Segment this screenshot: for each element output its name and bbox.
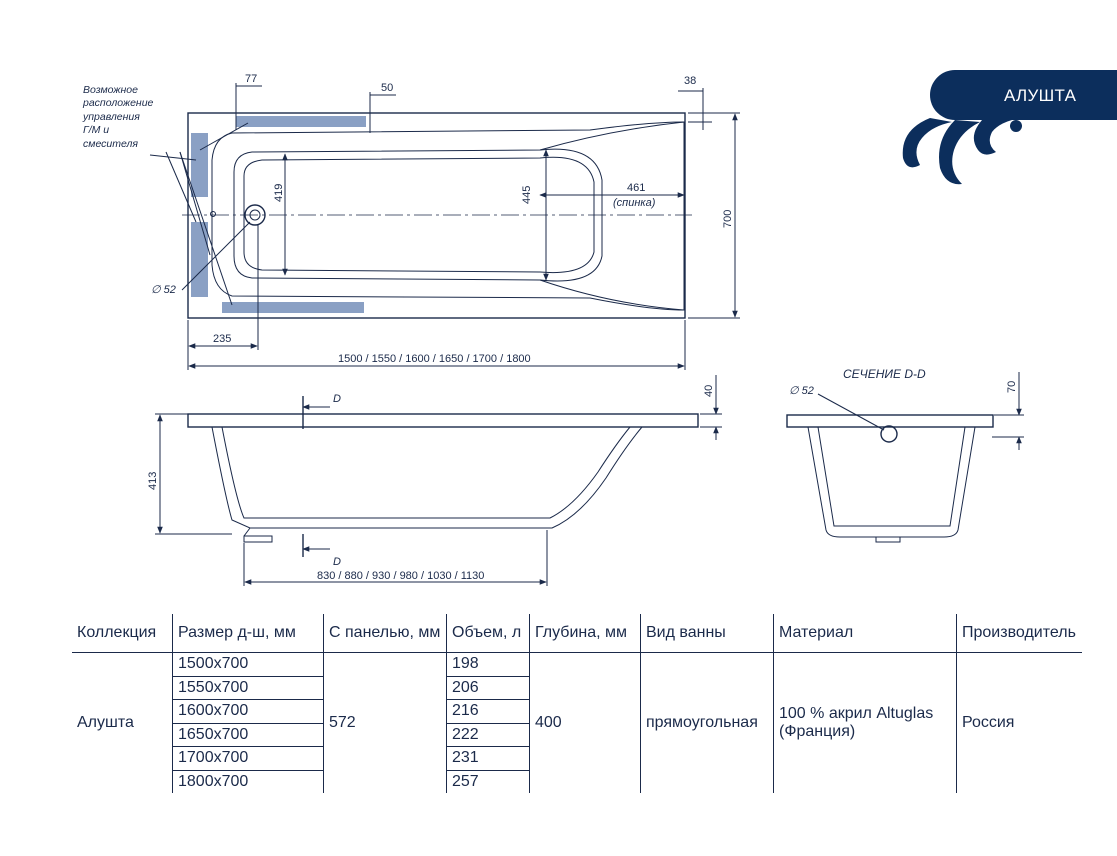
- dim-diameter: ∅ 52: [151, 284, 176, 296]
- material-line2: (Франция): [779, 723, 856, 740]
- table-row: 1700x700 231: [72, 746, 1082, 771]
- dim-70: 70: [1006, 381, 1018, 393]
- cell-collection: Алушта: [77, 714, 134, 731]
- cell-volume: 257: [446, 770, 530, 793]
- cell-size: 1550x700: [172, 676, 324, 700]
- control-zone-marker: [191, 133, 208, 197]
- section-view: [786, 372, 1024, 543]
- dim-38: 38: [684, 75, 696, 87]
- dim-445: 445: [521, 186, 533, 204]
- table-header-row: Коллекция Размер д-ш, мм С панелью, мм О…: [72, 614, 1082, 653]
- dim-inner-length: 830 / 880 / 930 / 980 / 1030 / 1130: [317, 570, 484, 582]
- placement-note: Возможное расположение управления Г/М и …: [82, 84, 156, 150]
- table-row: 1600x700 216: [72, 699, 1082, 724]
- cell-material: 100 % акрил Altuglas (Франция): [773, 652, 957, 793]
- table-row: 1800x700 257: [72, 770, 1082, 793]
- section-mark-bottom: D: [333, 556, 341, 568]
- cell-size: 1650x700: [172, 723, 324, 747]
- dim-235: 235: [213, 333, 231, 345]
- section-mark-top: D: [333, 393, 341, 405]
- cell-volume: 216: [446, 699, 530, 724]
- table-row: Алушта 1500x700 572 198 400 прямоугольна…: [72, 652, 1082, 793]
- dim-length: 1500 / 1550 / 1600 / 1650 / 1700 / 1800: [338, 353, 531, 365]
- technical-drawing: Возможное расположение управления Г/М и …: [82, 73, 1024, 586]
- control-zone-marker: [222, 302, 364, 313]
- cell-volume: 231: [446, 746, 530, 771]
- header-size: Размер д-ш, мм: [172, 614, 324, 653]
- cell-manufacturer: Россия: [956, 652, 1082, 793]
- brand-label: АЛУШТА: [1004, 86, 1077, 105]
- dim-77: 77: [245, 73, 257, 85]
- dim-700: 700: [722, 210, 734, 228]
- header-material: Материал: [773, 614, 957, 653]
- control-zone-marker: [191, 222, 208, 297]
- spec-table: Коллекция Размер д-ш, мм С панелью, мм О…: [72, 614, 1082, 793]
- cell-volume: 198: [446, 652, 530, 677]
- section-title: СЕЧЕНИЕ D-D: [843, 367, 926, 381]
- cell-depth: 400: [529, 652, 641, 793]
- header-type: Вид ванны: [640, 614, 774, 653]
- control-zone-marker: [236, 116, 366, 127]
- cell-volume: 222: [446, 723, 530, 747]
- section-diameter: ∅ 52: [789, 385, 814, 397]
- dim-419: 419: [273, 184, 285, 202]
- table-row: 1550x700 206: [72, 676, 1082, 700]
- dim-40: 40: [703, 385, 715, 397]
- dim-50: 50: [381, 82, 393, 94]
- header-depth: Глубина, мм: [529, 614, 641, 653]
- dim-413: 413: [147, 472, 159, 490]
- side-view: [155, 375, 722, 586]
- cell-volume: 206: [446, 676, 530, 700]
- brand-banner: [930, 70, 1117, 120]
- dim-461: 461: [627, 182, 645, 194]
- header-volume: Объем, л: [446, 614, 530, 653]
- cell-size: 1600x700: [172, 699, 324, 724]
- top-view: [149, 83, 740, 370]
- cell-type: прямоугольная: [640, 652, 774, 793]
- table-row: 1650x700 222: [72, 723, 1082, 747]
- cell-size: 1500x700: [172, 652, 324, 677]
- header-collection: Коллекция: [77, 624, 157, 641]
- cell-size: 1700x700: [172, 746, 324, 771]
- cell-size: 1800x700: [172, 770, 324, 793]
- splash-logo: [902, 118, 1022, 185]
- material-line1: 100 % акрил Altuglas: [779, 705, 934, 722]
- cell-with-panel: 572: [323, 652, 447, 793]
- header-manufacturer: Производитель: [956, 614, 1082, 653]
- header-with-panel: С панелью, мм: [323, 614, 447, 653]
- backrest-label: (спинка): [613, 197, 656, 209]
